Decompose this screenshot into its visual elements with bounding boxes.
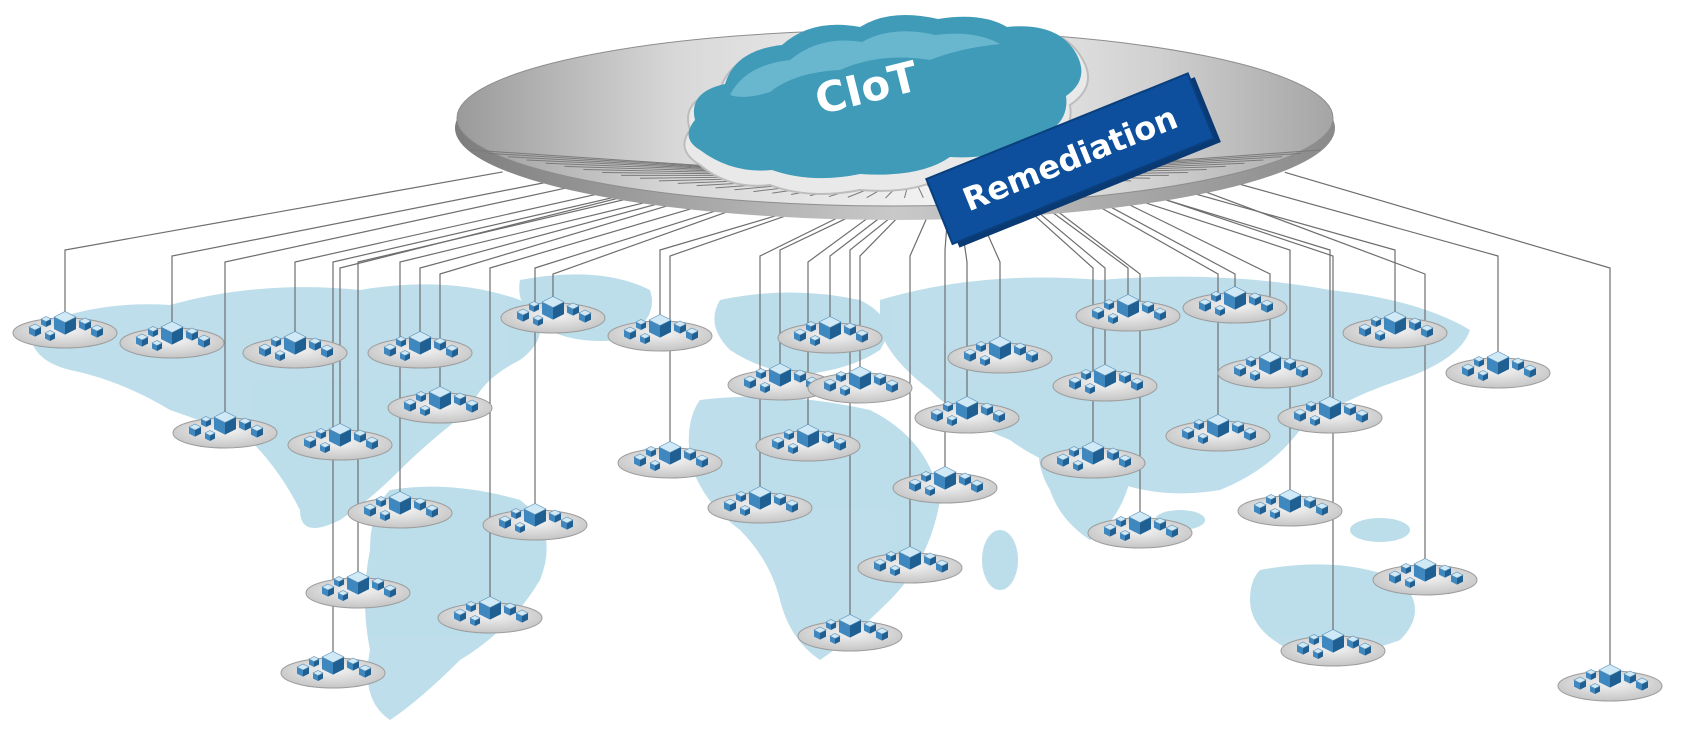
island [982, 530, 1018, 590]
server-cluster-icon [1238, 490, 1342, 527]
server-cluster-icon [1558, 665, 1662, 702]
server-cluster-icon [1446, 352, 1550, 389]
server-cluster-icon [1373, 559, 1477, 596]
server-cluster-icon [808, 367, 912, 404]
island [1350, 518, 1410, 542]
